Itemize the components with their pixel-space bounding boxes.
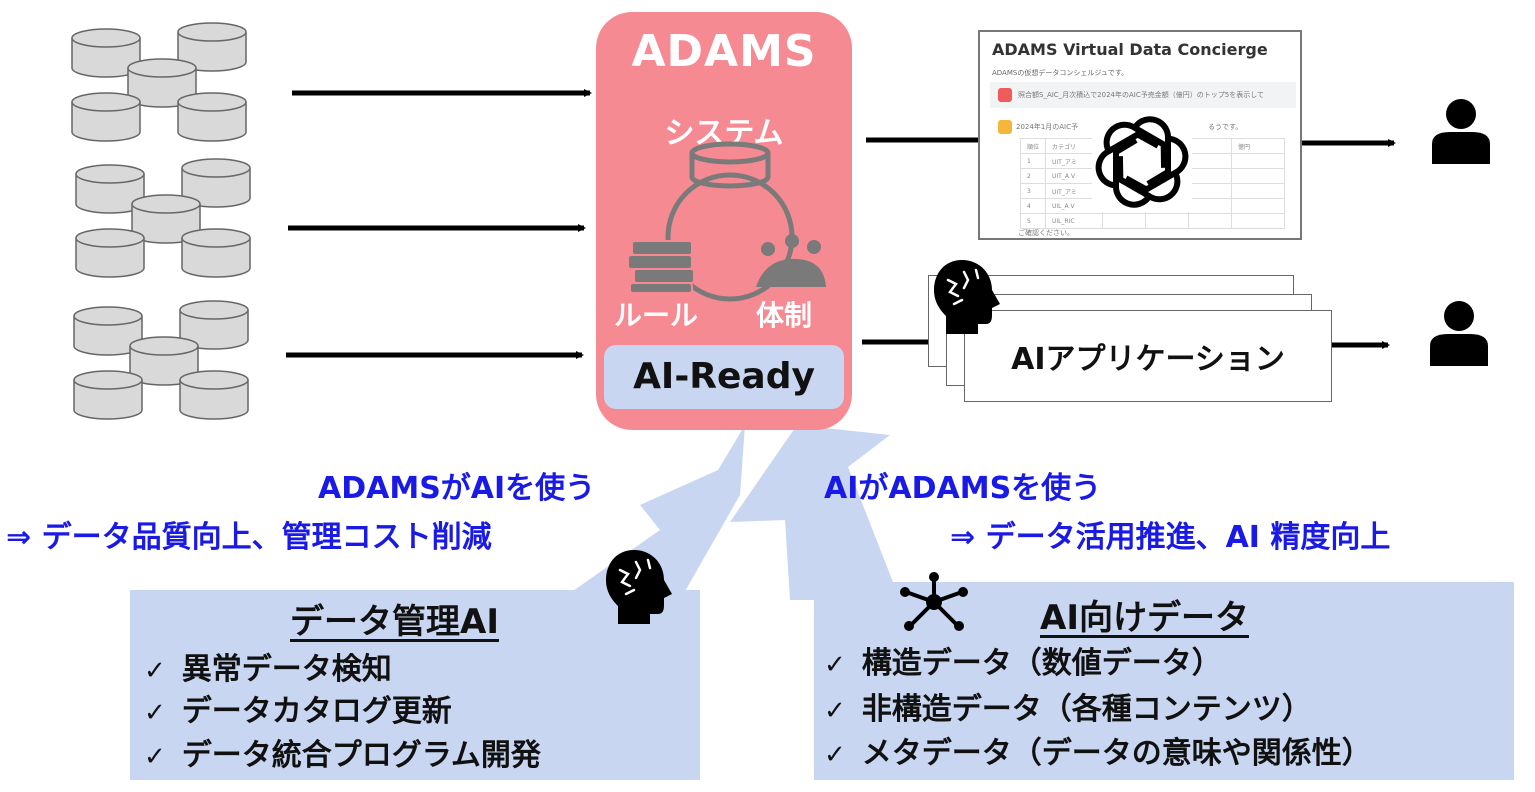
right-caption-benefit: ⇒ データ活用推進、AI 精度向上 [950, 520, 1391, 555]
check-icon: ✓ [144, 742, 166, 772]
governance-icon [627, 141, 826, 302]
right-caption-title: AIがADAMSを使う [824, 471, 1102, 506]
panel-item: ✓ 異常データ検知 [144, 644, 392, 688]
assistant-avatar-icon [998, 120, 1012, 134]
panel-item-text: データ統合プログラム開発 [181, 738, 541, 773]
user-avatar-icon [998, 88, 1012, 102]
adams-system-box: ADAMS システム ルール 体制 AI-Ready [596, 12, 852, 430]
table-cell: UIL_RIC [1045, 213, 1104, 229]
concierge-screenshot: ADAMS Virtual Data Concierge ADAMSの仮想データ… [978, 30, 1302, 240]
check-icon: ✓ [824, 740, 846, 770]
table-header: 順位 [1019, 138, 1047, 154]
check-icon: ✓ [144, 698, 166, 728]
concierge-title: ADAMS Virtual Data Concierge [992, 40, 1268, 59]
user-message: 照合額S_AIC_月次積込で2024年のAIC予売金額（億円）のトップ5を表示し… [990, 82, 1296, 108]
ai-ready-badge: AI-Ready [604, 345, 844, 409]
user-icon [1430, 301, 1488, 366]
assistant-answer-tail: るうです。 [1208, 123, 1243, 131]
panel-item: ✓ 構造データ（数値データ） [824, 638, 1222, 682]
database-cluster-2 [76, 159, 250, 277]
panel-item-text: 非構造データ（各種コンテンツ） [861, 692, 1312, 727]
ai-ready-data-panel: AI向けデータ ✓ 構造データ（数値データ） ✓ 非構造データ（各種コンテンツ） ✓… [814, 582, 1514, 780]
table-cell: 5 [1019, 213, 1047, 229]
right-upward-arrow [730, 425, 900, 600]
database-cluster-1 [72, 23, 246, 141]
left-caption-title: ADAMSがAIを使う [318, 471, 596, 506]
database-cluster-3 [74, 301, 248, 419]
panel-item: ✓ データ統合プログラム開発 [144, 730, 541, 774]
left-caption-benefit: ⇒ データ品質向上、管理コスト削減 [6, 520, 492, 555]
panel-item-text: データカタログ更新 [181, 694, 452, 729]
panel-item-text: 異常データ検知 [181, 652, 392, 687]
panel-item: ✓ 非構造データ（各種コンテンツ） [824, 684, 1312, 728]
panel-title: AI向けデータ [1040, 598, 1249, 638]
network-hub-icon [900, 572, 968, 631]
ai-head-icon [606, 550, 672, 624]
panel-item: ✓ メタデータ（データの意味や関係性） [824, 728, 1372, 772]
ai-application-label: AIアプリケーション [1011, 342, 1285, 377]
app-card-front: AIアプリケーション [964, 310, 1332, 402]
assistant-answer-text: 2024年1月のAIC予 [1016, 123, 1079, 131]
table-cell: 2 [1019, 168, 1047, 184]
left-upward-arrow [560, 425, 745, 600]
panel-item-text: 構造データ（数値データ） [861, 646, 1222, 681]
openai-logo-icon [1092, 112, 1192, 212]
check-icon: ✓ [824, 650, 846, 680]
organization-label: 体制 [756, 299, 813, 332]
check-icon: ✓ [144, 656, 166, 686]
people-group-icon [756, 234, 826, 287]
table-cell: 4 [1019, 198, 1047, 214]
check-icon: ✓ [824, 696, 846, 726]
panel-title: データ管理AI [290, 602, 499, 642]
user-icon [1432, 99, 1490, 164]
panel-item: ✓ データカタログ更新 [144, 686, 452, 730]
data-management-ai-panel: データ管理AI ✓ 異常データ検知 ✓ データカタログ更新 ✓ データ統合プログラム開… [130, 590, 700, 780]
concierge-footer: ご確認ください。 [1018, 229, 1074, 237]
concierge-subtitle: ADAMSの仮想データコンシェルジュです。 [992, 69, 1129, 77]
user-message-text: 照合額S_AIC_月次積込で2024年のAIC予売金額（億円）のトップ5を表示し… [1018, 91, 1264, 99]
panel-item-text: メタデータ（データの意味や関係性） [861, 736, 1372, 771]
table-header [1188, 138, 1233, 154]
books-icon [627, 240, 695, 294]
table-cell: 1 [1019, 153, 1047, 169]
adams-title: ADAMS [631, 26, 817, 77]
table-header: 億円 [1231, 138, 1286, 154]
ai-head-icon [934, 260, 1000, 334]
table-cell: 3 [1019, 183, 1047, 199]
rule-label: ルール [614, 299, 699, 332]
